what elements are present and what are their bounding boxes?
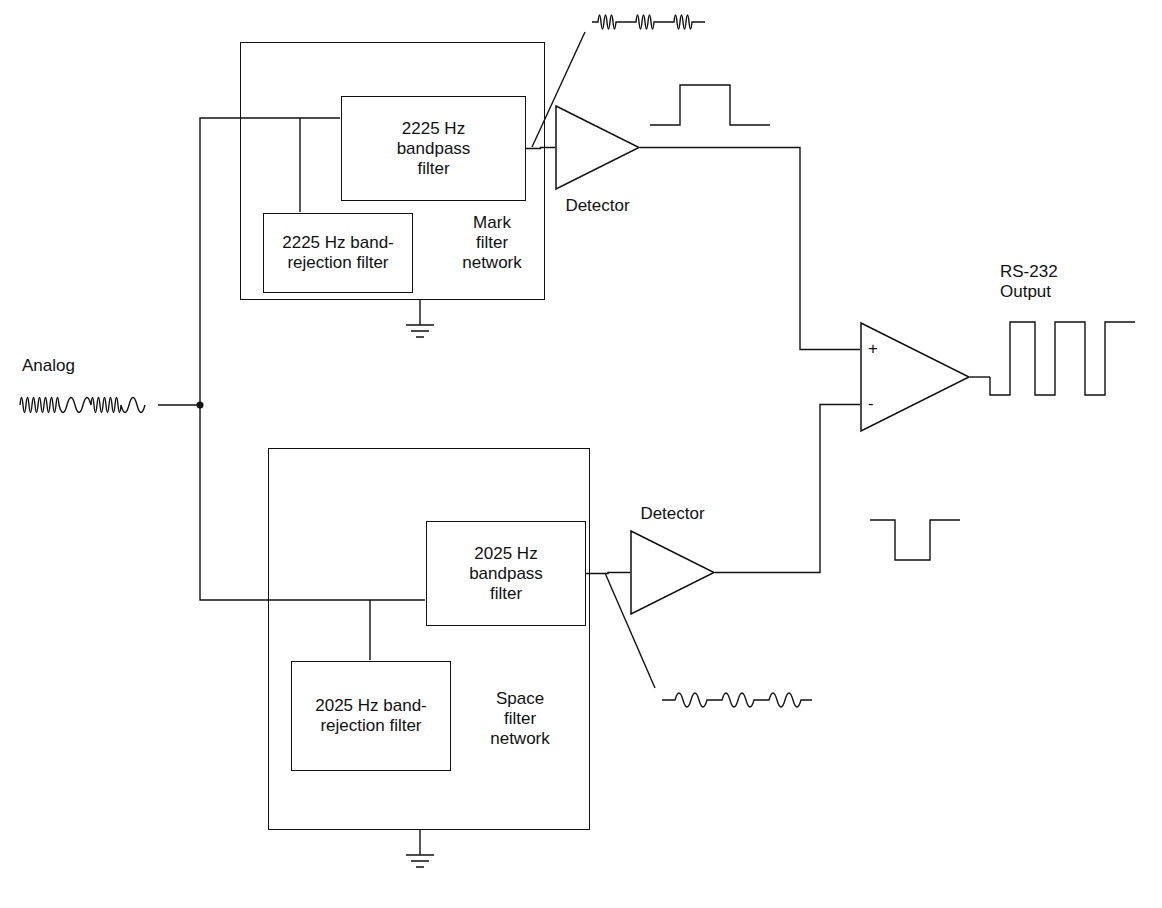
- signal-name: RS-232 Output: [1000, 262, 1066, 302]
- input-wire: [200, 405, 425, 600]
- filter-label: 2225 Hz bandpass filter: [388, 119, 480, 179]
- analog-waveform: [20, 398, 145, 413]
- signal-name: Analog: [22, 356, 75, 376]
- bandpass-filter: 2225 Hz bandpass filter: [341, 96, 526, 201]
- signal-wire: [640, 148, 860, 350]
- input-wire: [369, 600, 370, 660]
- junction-dot: [197, 402, 204, 409]
- filter-label: 2025 Hz band-rejection filter: [307, 696, 435, 736]
- filter-label: 2225 Hz band-rejection filter: [274, 233, 402, 273]
- input-polarity: -: [868, 394, 874, 414]
- network-title: Space filter network: [484, 689, 556, 749]
- band-rejection-filter: 2025 Hz band-rejection filter: [291, 661, 451, 771]
- filter-label: 2025 Hz bandpass filter: [460, 544, 552, 604]
- space-detector-pulse: [870, 520, 960, 560]
- signal-wire: [526, 148, 555, 149]
- detector: Detector: [555, 105, 640, 190]
- ground-symbol: [406, 830, 434, 867]
- output-wire: [970, 376, 990, 377]
- mark-burst-waveform: [592, 15, 705, 29]
- filter-network: Mark filter network 2225 Hz bandpass filt…: [240, 42, 545, 300]
- comparator: +-: [860, 322, 970, 432]
- rs232-waveform: [990, 322, 1135, 395]
- filter-network: Space filter network 2025 Hz bandpass fil…: [268, 448, 590, 830]
- input-polarity: +: [868, 339, 878, 359]
- detector-label: Detector: [640, 504, 704, 524]
- input-wire: [299, 118, 300, 212]
- mark-detector-pulse: [650, 85, 770, 125]
- detector-symbol: [555, 105, 640, 190]
- band-rejection-filter: 2225 Hz band-rejection filter: [263, 213, 413, 293]
- triangle-outline: [861, 323, 969, 431]
- network-title: Mark filter network: [456, 213, 528, 273]
- input-wire: [158, 404, 200, 405]
- detector: Detector: [630, 530, 715, 615]
- triangle-outline: [631, 531, 714, 614]
- bandpass-filter: 2025 Hz bandpass filter: [426, 521, 586, 626]
- signal-wire: [715, 405, 860, 573]
- detector-label: Detector: [565, 196, 629, 216]
- space-burst-waveform: [662, 693, 812, 707]
- triangle-outline: [556, 106, 639, 189]
- detector-symbol: [630, 530, 715, 615]
- ground-symbol: [406, 300, 434, 337]
- signal-wire: [586, 573, 630, 574]
